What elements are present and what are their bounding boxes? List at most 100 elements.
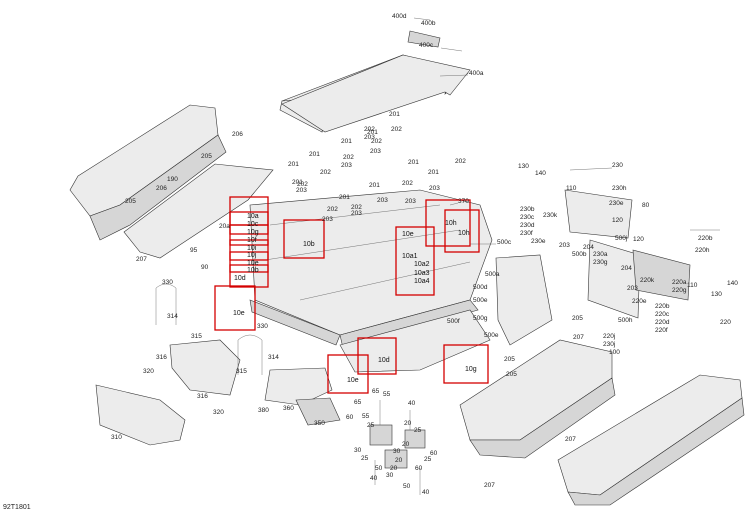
callout-label: 500h <box>618 317 633 324</box>
callout-label: 201 <box>309 151 320 158</box>
callout-label: 201 <box>292 179 303 186</box>
callout-label: 203 <box>322 216 333 223</box>
callout-label: 201 <box>369 182 380 189</box>
highlight-label: 10b <box>303 241 315 248</box>
highlight-label: 10a1 <box>402 253 418 260</box>
callout-label: 205 <box>506 371 517 378</box>
callout-label: 203 <box>429 185 440 192</box>
right-side-rail-part <box>459 339 745 506</box>
main-frame-part <box>249 189 493 373</box>
lower-left-parts <box>95 283 341 446</box>
highlight-label: 10e <box>247 260 259 267</box>
callout-label: 500b <box>572 251 587 258</box>
callout-label: 207 <box>136 256 147 263</box>
callout-label: 380 <box>258 407 269 414</box>
callout-label: 90 <box>201 264 209 271</box>
highlight-box[interactable] <box>229 239 269 261</box>
highlight-box[interactable] <box>229 264 269 288</box>
callout-label: 220b <box>655 303 670 310</box>
callout-label: 500e <box>484 332 499 339</box>
highlight-box[interactable] <box>214 285 256 331</box>
highlight-box[interactable] <box>357 337 397 375</box>
callout-label: 220h <box>695 247 710 254</box>
leader-lines <box>413 17 720 245</box>
callout-label: 400c <box>419 42 434 49</box>
callout-label: 314 <box>167 313 178 320</box>
callout-label: 220f <box>655 327 668 334</box>
callout-label: 314 <box>268 354 279 361</box>
callout-label: 202 <box>364 126 375 133</box>
callout-label: 205 <box>201 153 212 160</box>
highlight-box[interactable] <box>443 344 489 384</box>
highlight-box[interactable] <box>327 354 369 394</box>
callout-label: 350 <box>314 420 325 427</box>
highlight-box[interactable] <box>425 199 471 247</box>
callout-label: 220g <box>672 287 687 294</box>
highlight-label: 10a4 <box>414 278 430 285</box>
callout-label: 202 <box>343 154 354 161</box>
callout-label: 140 <box>727 280 738 287</box>
callout-label: 202 <box>371 138 382 145</box>
callout-label: 500f <box>447 318 460 325</box>
callout-label: 130 <box>711 291 722 298</box>
callout-label: 230k <box>543 212 558 219</box>
callout-label: 202 <box>320 169 331 176</box>
highlight-label: 10h <box>458 230 470 237</box>
callout-label: 202 <box>402 180 413 187</box>
callout-label: 202 <box>351 204 362 211</box>
callout-label: 230g <box>593 259 608 266</box>
callout-label: 202 <box>327 206 338 213</box>
callout-label: 120 <box>633 236 644 243</box>
callout-label: 230d <box>520 222 535 229</box>
callout-label: 320 <box>213 409 224 416</box>
callout-label: 201 <box>339 194 350 201</box>
left-side-rail-part <box>69 104 274 259</box>
callout-label: 400b <box>421 20 436 27</box>
callout-label: 203 <box>559 242 570 249</box>
callout-label: 20 <box>390 465 398 472</box>
highlight-label: 10e <box>233 310 245 317</box>
highlight-box[interactable] <box>229 211 269 235</box>
callout-label: 330 <box>162 279 173 286</box>
catalog-code: 92T1801 <box>3 504 31 511</box>
callout-label: 30 <box>354 447 362 454</box>
highlight-box[interactable] <box>395 226 435 296</box>
callout-label: 25 <box>361 455 369 462</box>
highlight-label: 10a2 <box>414 261 430 268</box>
callout-label: 25 <box>367 422 375 429</box>
callout-label: 203 <box>405 198 416 205</box>
callout-label: 316 <box>197 393 208 400</box>
fastener-cluster <box>369 400 426 495</box>
callout-label: 370 <box>458 198 469 205</box>
callout-label: 230h <box>612 185 627 192</box>
callout-label: 500e <box>473 297 488 304</box>
highlight-box[interactable] <box>229 251 269 273</box>
callout-label: 205 <box>125 198 136 205</box>
callout-label: 120 <box>612 217 623 224</box>
callout-label: 205 <box>504 356 515 363</box>
callout-label: 203 <box>351 210 362 217</box>
callout-label: 205 <box>572 315 583 322</box>
highlight-box[interactable] <box>283 219 325 259</box>
callout-label: 220 <box>720 319 731 326</box>
cargo-cover-part <box>279 30 471 133</box>
callout-label: 206 <box>156 185 167 192</box>
callout-label: 316 <box>156 354 167 361</box>
highlight-label: 10c <box>247 221 259 228</box>
highlight-box[interactable] <box>444 209 480 253</box>
callout-label: 315 <box>236 368 247 375</box>
callout-label: 201 <box>389 111 400 118</box>
highlight-labels: 10a10c10g10f10i10j10e10b10d10e10b10e10a1… <box>233 213 477 384</box>
highlight-box[interactable] <box>229 224 269 246</box>
callout-label: 30 <box>393 448 401 455</box>
callout-label: 100 <box>609 349 620 356</box>
highlight-label: 10b <box>247 267 259 274</box>
callout-label: 230a <box>593 251 608 258</box>
tailgate-part <box>495 189 691 346</box>
callout-label: 400d <box>392 13 407 20</box>
callout-label: 220b <box>698 235 713 242</box>
highlight-label: 10g <box>465 366 477 373</box>
callout-label: 65 <box>372 388 380 395</box>
callout-label: 201 <box>408 159 419 166</box>
